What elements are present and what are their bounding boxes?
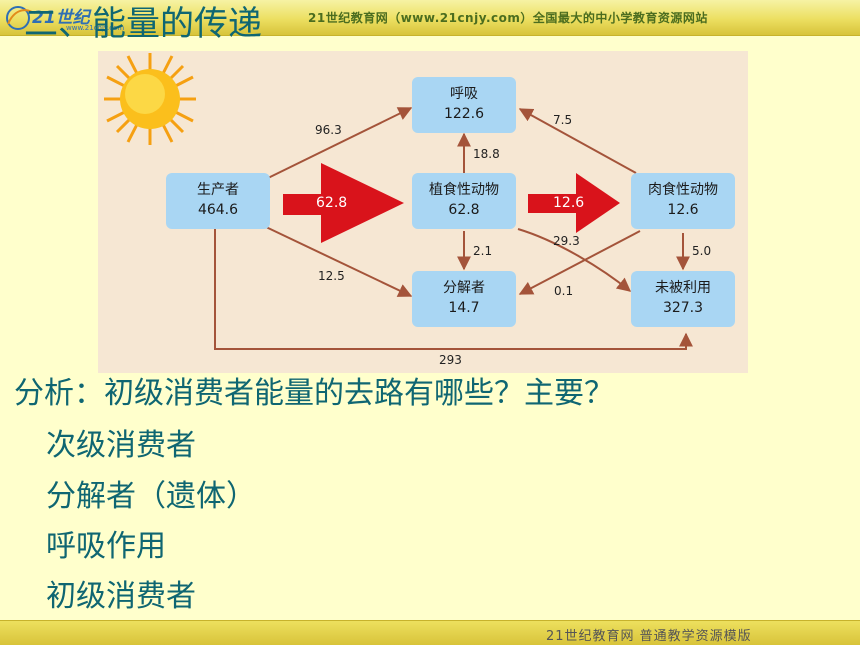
label-herbivore-respiration: 18.8 [473,147,500,161]
arrow-producer-respiration [265,107,413,180]
label-carnivore-decomposer: 0.1 [554,284,574,298]
node-unused: 未被利用 327.3 [631,271,735,327]
arrow-carnivore-respiration [518,108,637,174]
node-decomposer-name: 分解者 [443,280,485,296]
label-producer-decomposer: 12.5 [318,269,345,283]
energy-flow-diagram: 生产者 464.6 呼吸 122.6 植食性动物 62.8 肉食性动物 12.6… [98,51,748,373]
node-respiration-value: 122.6 [443,106,485,122]
answer-line-3: 呼吸作用 [46,529,166,564]
arrow-carnivore-decomposer [518,230,641,295]
node-producer: 生产者 464.6 [166,173,270,229]
label-herbivore-unused: 29.3 [553,234,580,248]
node-herbivore-value: 62.8 [448,202,480,218]
logo-url: www.21cnjy.com [66,24,125,32]
node-decomposer: 分解者 14.7 [412,271,516,327]
label-carnivore-unused: 5.0 [692,244,712,258]
node-respiration: 呼吸 122.6 [412,77,516,133]
arrow-producer-unused [214,229,693,350]
node-producer-name: 生产者 [197,182,239,198]
label-producer-respiration: 96.3 [315,123,342,137]
logo-text: 21世纪 [32,8,90,28]
top-banner: 21世纪 www.21cnjy.com 21世纪教育网（www.21cnjy.c… [0,0,860,36]
node-respiration-name: 呼吸 [450,86,478,102]
node-carnivore: 肉食性动物 12.6 [631,173,735,229]
banner-text: 21世纪教育网（www.21cnjy.com）全国最大的中小学教育资源网站 [308,11,708,25]
node-decomposer-value: 14.7 [448,300,480,316]
label-producer-unused: 293 [439,353,462,367]
node-herbivore: 植食性动物 62.8 [412,173,516,229]
big-arrow-producer-herbivore [283,163,404,243]
flow-arrows [104,53,693,350]
answer-line-4: 初级消费者 [46,579,196,614]
site-logo: 21世纪 www.21cnjy.com [2,2,125,34]
node-unused-value: 327.3 [662,300,704,316]
node-carnivore-value: 12.6 [667,202,699,218]
node-herbivore-name: 植食性动物 [429,182,499,198]
arrow-herbivore-unused [517,228,632,292]
sun-icon [104,53,196,145]
answer-line-2: 分解者（遗体） [46,479,256,514]
node-carnivore-name: 肉食性动物 [648,182,718,198]
logo-swirl-icon [6,6,33,30]
analysis-question: 分析：初级消费者能量的去路有哪些？主要？ [14,376,614,411]
label-producer-herbivore: 62.8 [316,195,348,211]
bottom-banner: 21世纪教育网 普通教学资源模版 [0,620,860,645]
node-producer-value: 464.6 [197,202,239,218]
slide-title: 二、能量的传递 [24,4,262,44]
footer-text: 21世纪教育网 普通教学资源模版 [546,629,752,644]
label-carnivore-respiration: 7.5 [553,113,573,127]
node-unused-name: 未被利用 [655,280,711,296]
label-herbivore-carnivore: 12.6 [553,195,585,211]
answer-line-1: 次级消费者 [46,428,196,463]
arrow-producer-decomposer [265,226,413,297]
big-arrow-herbivore-carnivore [528,173,620,233]
label-herbivore-decomposer: 2.1 [473,244,493,258]
